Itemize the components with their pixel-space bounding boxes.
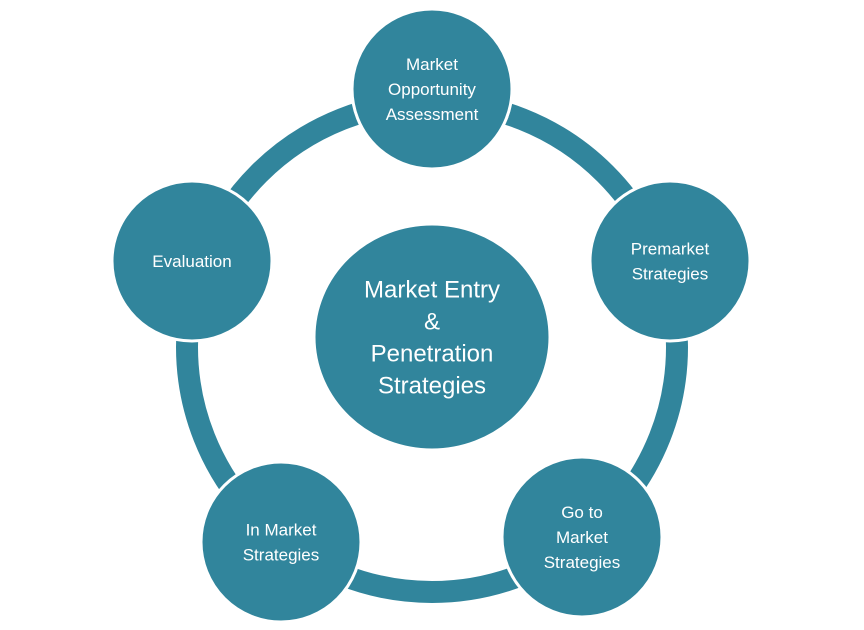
center-label-line: Penetration [371,340,494,367]
node-label-line: Strategies [544,553,621,572]
center-label-line: Market Entry [364,276,500,303]
node-label-line: Assessment [386,105,479,124]
center-label-line: & [424,308,440,335]
node-label-line: Evaluation [152,252,231,271]
node-circle-evaluation [110,179,274,343]
node-label-line: Strategies [632,264,709,283]
node-evaluation: Evaluation [110,179,274,343]
node-label-evaluation: Evaluation [152,252,231,271]
node-label-line: Premarket [631,239,710,258]
node-label-line: Strategies [243,545,320,564]
node-circle-market-opportunity-assessment [350,7,514,171]
node-circle-in-market-strategies [199,460,363,624]
center-label-line: Strategies [378,372,486,399]
node-label-line: Opportunity [388,80,476,99]
node-label-line: In Market [246,520,317,539]
node-label-line: Go to [561,503,603,522]
node-label-line: Market [556,528,608,547]
node-label-line: Market [406,55,458,74]
node-circle-premarket-strategies [588,179,752,343]
node-circle-go-to-market-strategies [500,455,664,619]
center-ellipse [312,222,552,452]
